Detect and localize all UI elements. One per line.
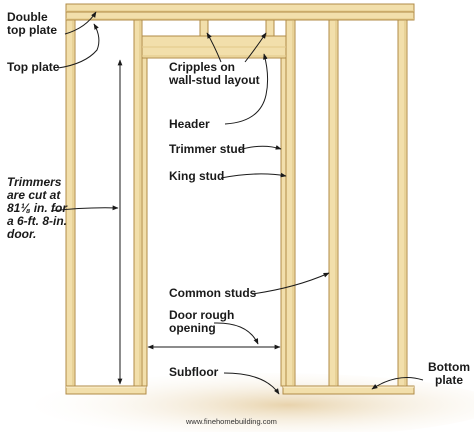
trimmer-stud-right [280, 57, 287, 387]
bottom-plate-right [282, 385, 415, 395]
leader-double-top-plate [64, 11, 97, 35]
label-cripples: Cripples on wall-stud layout [169, 61, 260, 87]
label-bottom-plate: Bottom plate [428, 361, 470, 387]
label-top-plate: Top plate [7, 60, 60, 74]
top-plate [65, 11, 415, 21]
label-double-top-plate-line-2: top plate [7, 23, 57, 37]
label-trimmers-note-line-3: 81⅛ in. for [7, 201, 68, 215]
label-double-top-plate: Double top plate [7, 11, 57, 37]
label-cripples-line-1: Cripples on [169, 60, 236, 74]
label-common-studs: Common studs [169, 286, 257, 300]
label-header: Header [169, 117, 210, 131]
label-trimmers-note: Trimmers are cut at 81⅛ in. for a 6-ft. … [7, 176, 67, 241]
trimmer-stud-left [141, 57, 148, 387]
common-stud-right [397, 19, 408, 387]
leader-bottom-plate [371, 377, 424, 390]
credit-url: www.finehomebuilding.com [186, 417, 277, 426]
leader-top-plate [57, 23, 100, 69]
leader-king-stud [220, 172, 287, 179]
label-trimmers-note-line-2: are cut at [7, 188, 61, 202]
label-trimmers-note-line-4: a 6-ft. 8-in. [7, 214, 68, 228]
label-king-stud: King stud [169, 169, 225, 183]
label-door-rough-opening-line-2: opening [169, 321, 216, 335]
label-trimmers-note-line-5: door. [7, 227, 37, 241]
label-subfloor: Subfloor [169, 365, 219, 379]
leader-trimmer-stud [238, 145, 282, 151]
cripple-stud-2 [265, 19, 275, 37]
label-door-rough-opening: Door rough opening [169, 309, 234, 335]
leader-common-studs [251, 272, 330, 295]
king-stud-left [133, 19, 143, 387]
label-trimmer-stud: Trimmer stud [169, 142, 246, 156]
stud-far-left [65, 19, 76, 387]
leader-subfloor [223, 372, 280, 395]
leader-trimmers-note [50, 205, 119, 212]
double-top-plate [65, 3, 415, 13]
label-door-rough-opening-line-1: Door rough [169, 308, 235, 322]
common-stud-middle [328, 19, 339, 387]
label-double-top-plate-line-1: Double [7, 10, 48, 24]
label-cripples-line-2: wall-stud layout [169, 73, 260, 87]
leader-header [224, 53, 269, 125]
label-bottom-plate-line-1: Bottom [428, 360, 470, 374]
label-bottom-plate-line-2: plate [434, 373, 463, 387]
king-stud-right [285, 19, 296, 387]
leader-cripples-right [244, 32, 267, 63]
leader-cripples-left [206, 32, 222, 63]
label-trimmers-note-line-1: Trimmers [7, 175, 62, 189]
leader-door-rough-opening [213, 322, 259, 345]
bottom-plate-left [65, 385, 147, 395]
